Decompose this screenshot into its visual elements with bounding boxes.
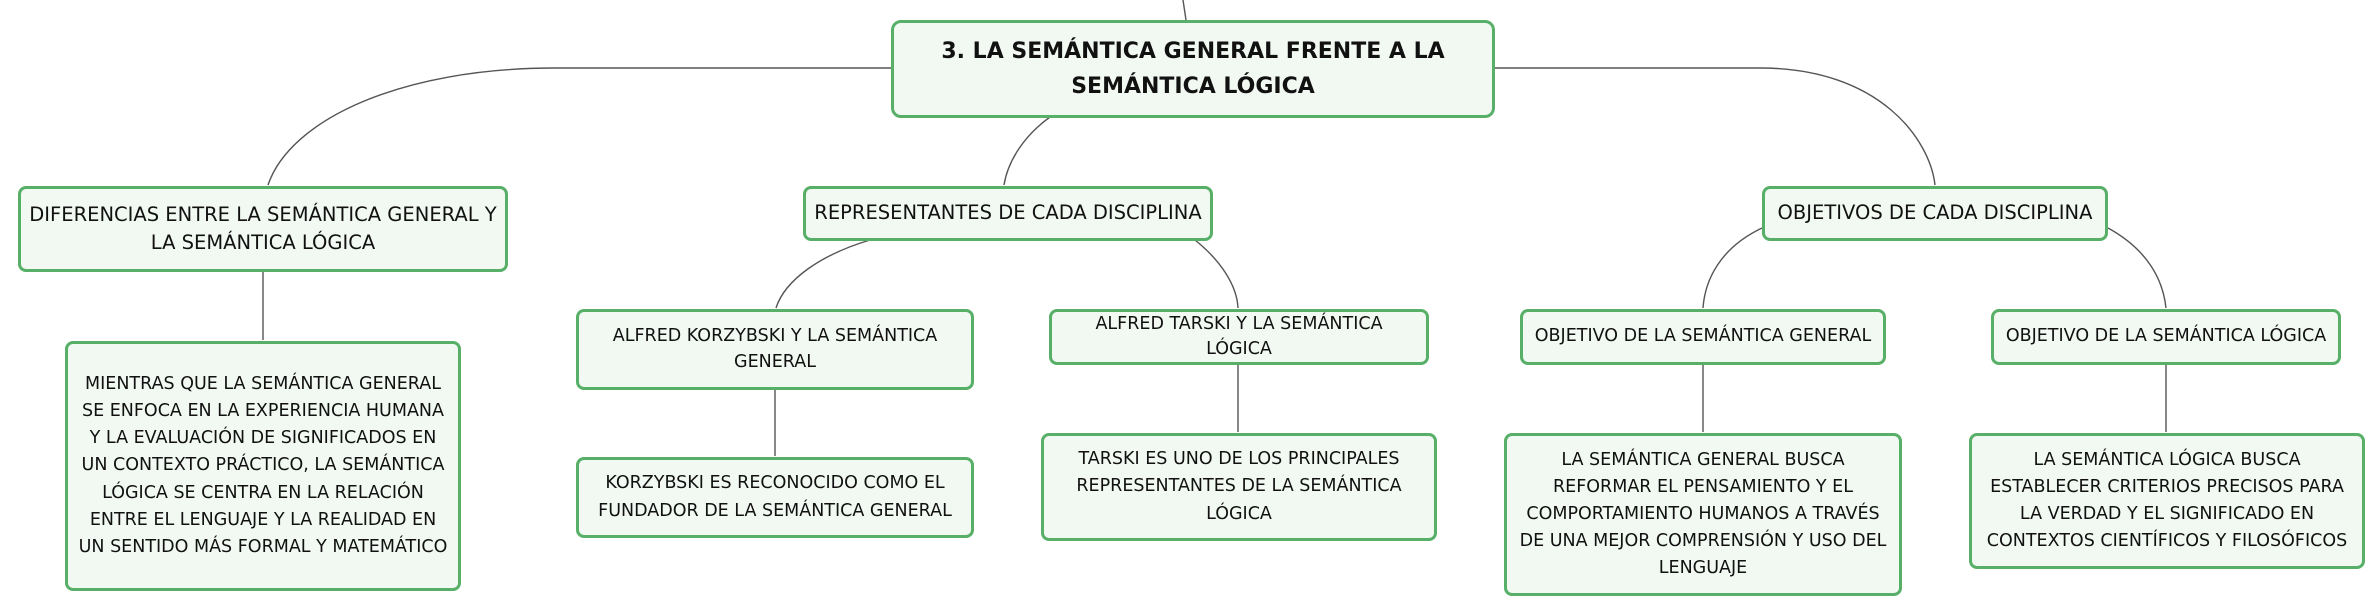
topic-objetivos-label: OBJETIVOS DE CADA DISCIPLINA [1777, 201, 2093, 225]
topic-diferencias[interactable]: DIFERENCIAS ENTRE LA SEMÁNTICA GENERAL Y… [18, 186, 508, 272]
subtopic-objetivo-logica-detail-label: LA SEMÁNTICA LÓGICA BUSCA ESTABLECER CRI… [1986, 449, 2348, 552]
subtopic-objetivo-logica[interactable]: OBJETIVO DE LA SEMÁNTICA LÓGICA [1991, 309, 2341, 365]
root-topic[interactable]: 3. LA SEMÁNTICA GENERAL FRENTE A LA SEMÁ… [891, 20, 1495, 118]
root-topic-label: 3. LA SEMÁNTICA GENERAL FRENTE A LA SEMÁ… [941, 38, 1445, 99]
subtopic-diferencias-detail-label: MIENTRAS QUE LA SEMÁNTICA GENERAL SE ENF… [78, 374, 448, 557]
connector-root-representantes [1003, 116, 1051, 186]
topic-objetivos[interactable]: OBJETIVOS DE CADA DISCIPLINA [1762, 186, 2108, 241]
subtopic-objetivo-general-detail-label: LA SEMÁNTICA GENERAL BUSCA REFORMAR EL P… [1519, 449, 1887, 579]
connector-objetivos-logica [2107, 227, 2167, 309]
topic-representantes[interactable]: REPRESENTANTES DE CADA DISCIPLINA [803, 186, 1213, 241]
connector-representantes-korzybski [775, 239, 871, 309]
subtopic-korzybski[interactable]: ALFRED KORZYBSKI Y LA SEMÁNTICA GENERAL [576, 309, 974, 390]
subtopic-tarski-detail[interactable]: TARSKI ES UNO DE LOS PRINCIPALES REPRESE… [1041, 433, 1437, 541]
connector-representantes-tarski [1194, 239, 1239, 309]
subtopic-objetivo-general[interactable]: OBJETIVO DE LA SEMÁNTICA GENERAL [1520, 309, 1886, 365]
subtopic-tarski-label: ALFRED TARSKI Y LA SEMÁNTICA LÓGICA [1095, 313, 1383, 359]
connector-root-diferencias [267, 67, 893, 186]
subtopic-objetivo-logica-label: OBJETIVO DE LA SEMÁNTICA LÓGICA [2005, 326, 2327, 347]
subtopic-korzybski-detail-label: KORZYBSKI ES RECONOCIDO COMO EL FUNDADOR… [598, 473, 952, 521]
topic-diferencias-label: DIFERENCIAS ENTRE LA SEMÁNTICA GENERAL Y… [29, 202, 497, 254]
connector-parent-root [1182, 0, 1187, 21]
subtopic-tarski[interactable]: ALFRED TARSKI Y LA SEMÁNTICA LÓGICA [1049, 309, 1429, 365]
topic-representantes-label: REPRESENTANTES DE CADA DISCIPLINA [814, 201, 1202, 225]
subtopic-korzybski-detail[interactable]: KORZYBSKI ES RECONOCIDO COMO EL FUNDADOR… [576, 457, 974, 538]
connector-root-objetivos [1492, 67, 1936, 186]
subtopic-objetivo-general-detail[interactable]: LA SEMÁNTICA GENERAL BUSCA REFORMAR EL P… [1504, 433, 1902, 596]
subtopic-tarski-detail-label: TARSKI ES UNO DE LOS PRINCIPALES REPRESE… [1076, 449, 1402, 524]
subtopic-objetivo-logica-detail[interactable]: LA SEMÁNTICA LÓGICA BUSCA ESTABLECER CRI… [1969, 433, 2365, 569]
connector-objetivos-general [1702, 227, 1763, 309]
subtopic-korzybski-label: ALFRED KORZYBSKI Y LA SEMÁNTICA GENERAL [612, 326, 938, 372]
subtopic-diferencias-detail[interactable]: MIENTRAS QUE LA SEMÁNTICA GENERAL SE ENF… [65, 341, 461, 591]
subtopic-objetivo-general-label: OBJETIVO DE LA SEMÁNTICA GENERAL [1534, 326, 1872, 347]
